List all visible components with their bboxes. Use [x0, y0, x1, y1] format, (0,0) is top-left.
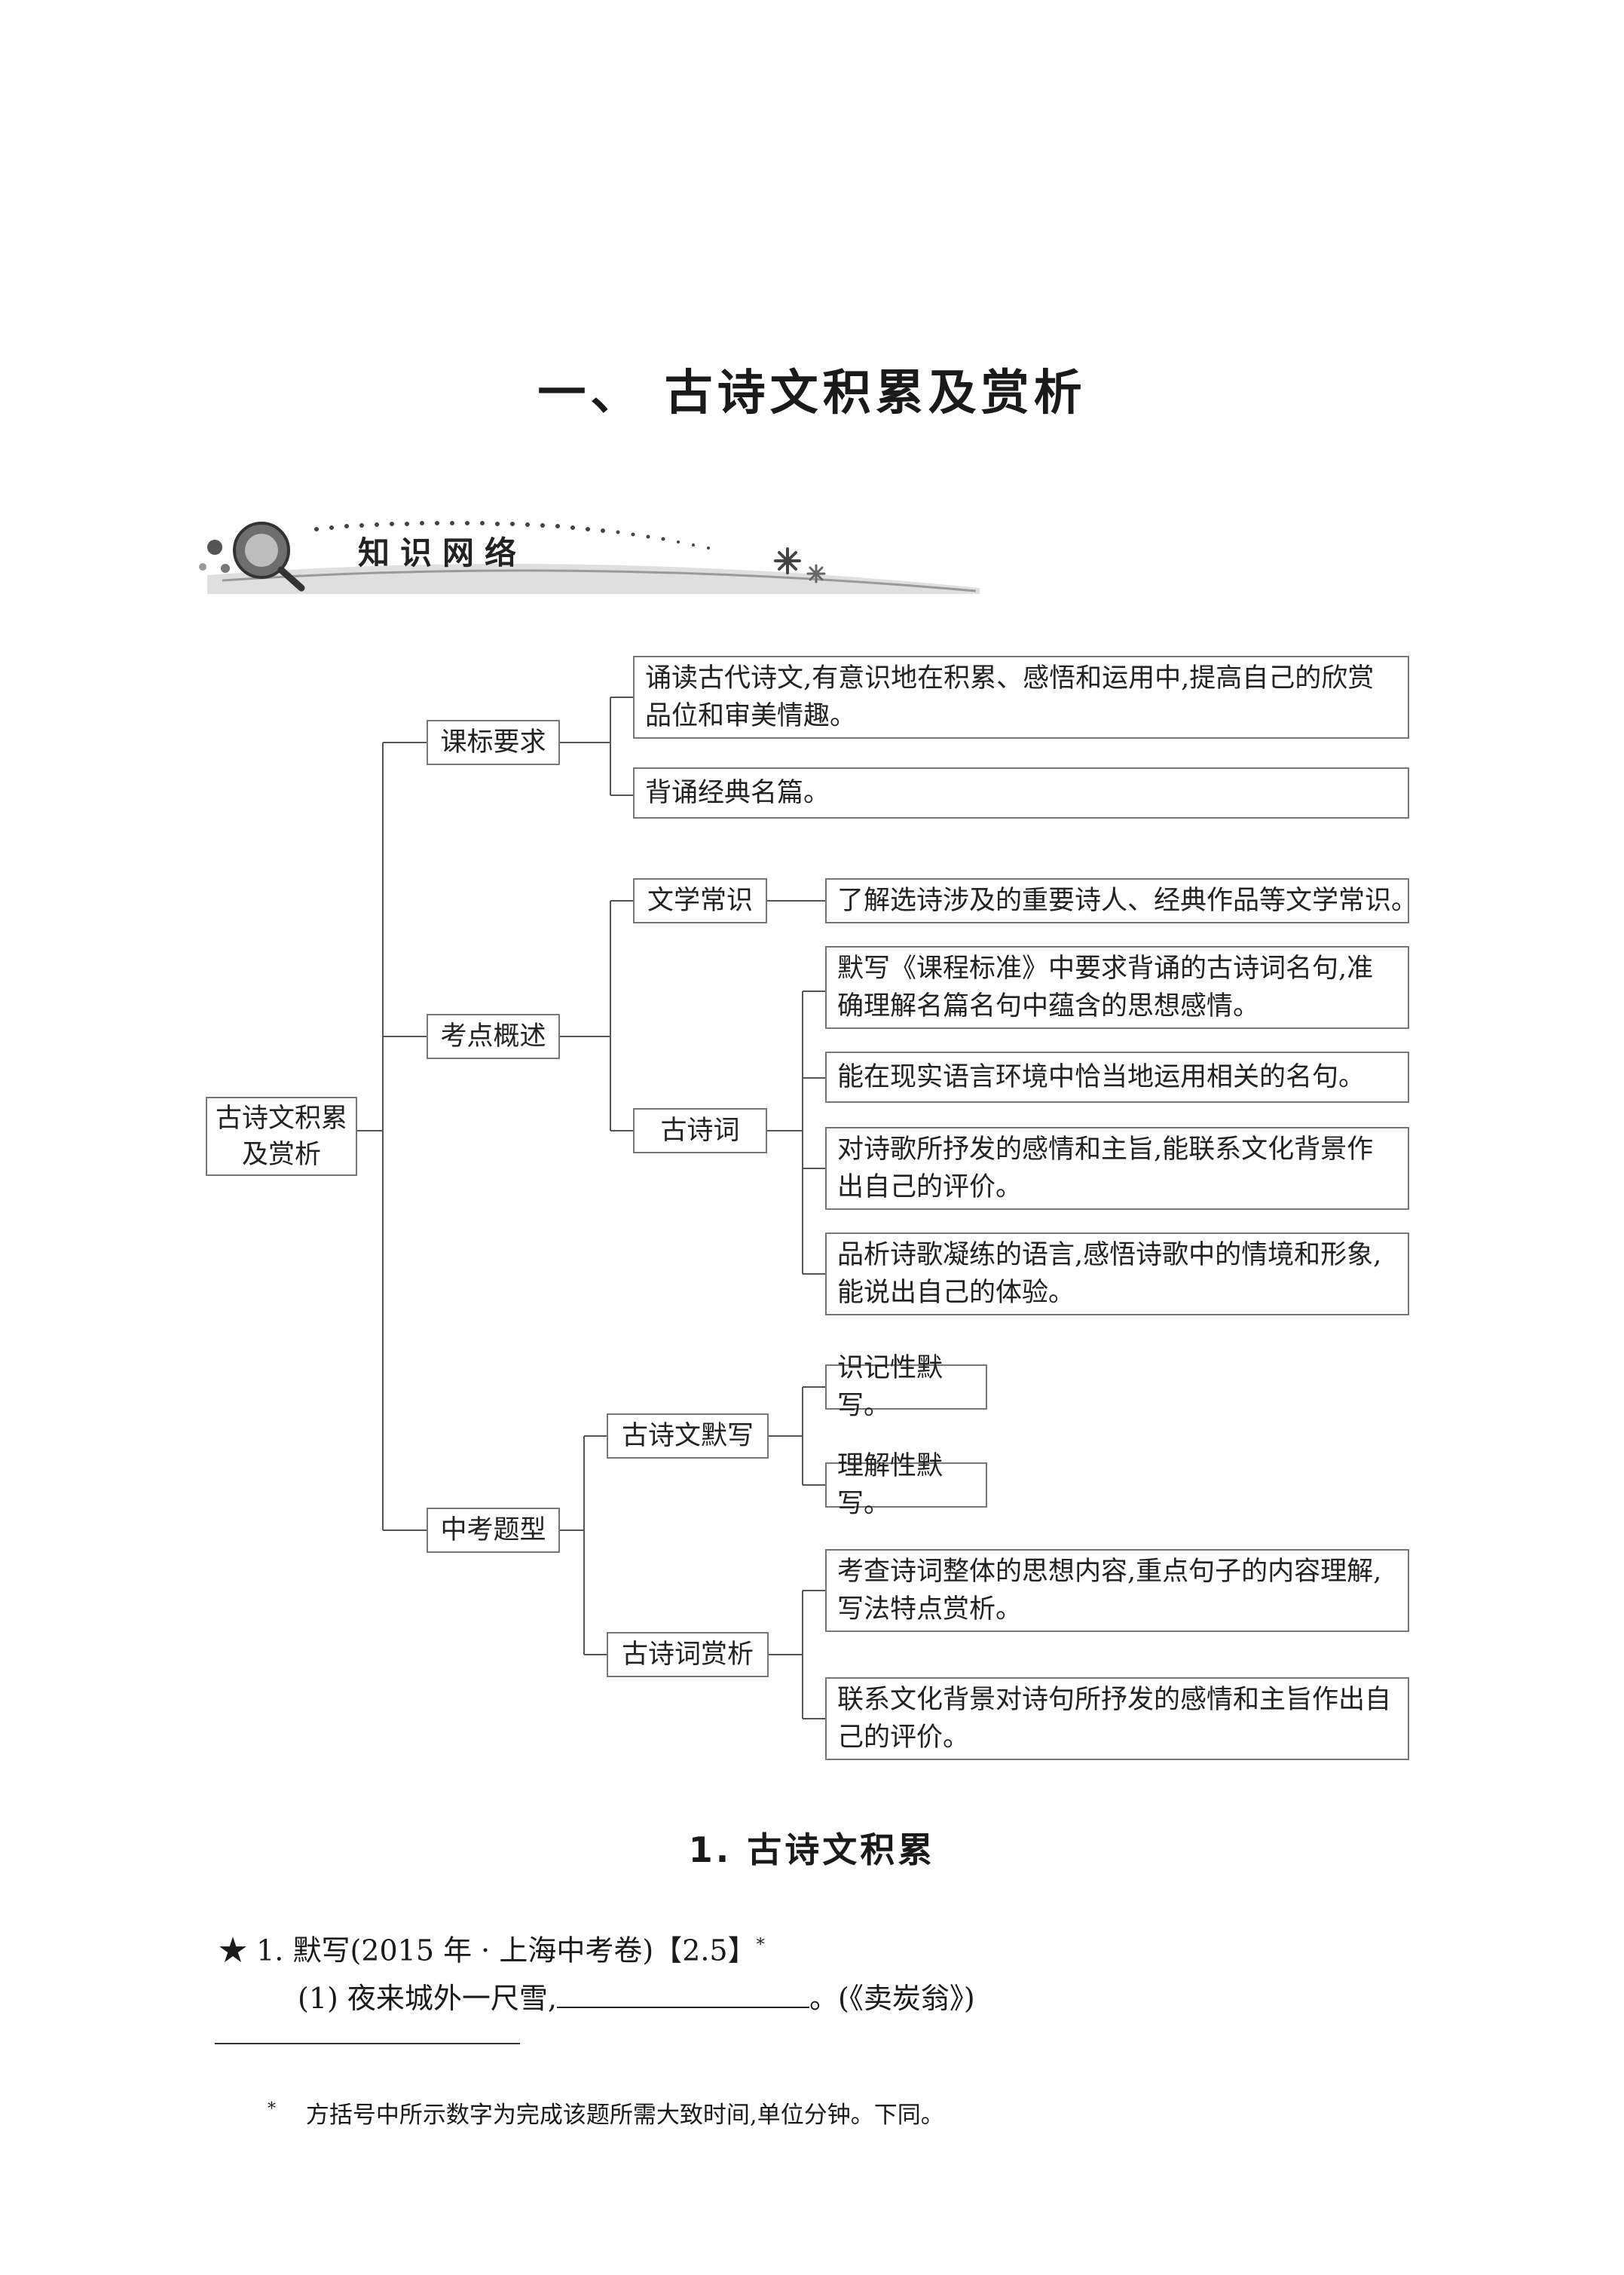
standards-item-2: 背诵经典名篇。 — [633, 767, 1409, 819]
subquestion-source: 。(《卖炭翁》) — [809, 1982, 975, 2015]
branch-exam-types: 中考题型 — [427, 1508, 560, 1553]
subquestion-number: (1) — [298, 1982, 338, 2015]
section-title: 1. 古诗文积累 — [0, 1823, 1624, 1872]
appreciation-item-1: 考查诗词整体的思想内容,重点句子的内容理解,写法特点赏析。 — [825, 1549, 1409, 1632]
sub-poetry: 古诗词 — [633, 1108, 767, 1153]
question-text: 默写(2015 年 · 上海中考卷)【2.5】 — [292, 1934, 756, 1967]
footnote-rule — [215, 2043, 520, 2044]
tree-root: 古诗文积累及赏析 — [206, 1097, 357, 1176]
appreciation-item-2: 联系文化背景对诗句所抒发的感情和主旨作出自己的评价。 — [825, 1677, 1409, 1760]
recitation-item-1: 识记性默写。 — [825, 1364, 987, 1410]
poetry-item-2: 能在现实语言环境中恰当地运用相关的名句。 — [825, 1052, 1409, 1103]
footnote-mark: * — [268, 2100, 276, 2119]
branch-overview: 考点概述 — [427, 1014, 560, 1059]
note-mark: * — [757, 1936, 765, 1955]
question-number: 1. — [256, 1934, 283, 1967]
poetry-item-3: 对诗歌所抒发的感情和主旨,能联系文化背景作出自己的评价。 — [825, 1127, 1409, 1210]
poetry-item-1: 默写《课程标准》中要求背诵的古诗词名句,准确理解名篇名句中蕴含的思想感情。 — [825, 946, 1409, 1029]
answer-blank[interactable] — [557, 1980, 809, 2008]
branch-standards: 课标要求 — [427, 720, 560, 765]
recitation-item-2: 理解性默写。 — [825, 1462, 987, 1508]
literary-knowledge-item: 了解选诗涉及的重要诗人、经典作品等文学常识。 — [825, 878, 1409, 923]
sub-appreciation: 古诗词赏析 — [607, 1632, 769, 1677]
sub-recitation: 古诗文默写 — [607, 1413, 769, 1459]
poetry-item-4: 品析诗歌凝练的语言,感悟诗歌中的情境和形象,能说出自己的体验。 — [825, 1232, 1409, 1315]
footnote: * 方括号中所示数字为完成该题所需大致时间,单位分钟。下同。 — [268, 2096, 944, 2130]
subquestion-text: 夜来城外一尺雪, — [347, 1982, 557, 2015]
subquestion-line: (1) 夜来城外一尺雪, 。(《卖炭翁》) — [298, 1979, 975, 2018]
standards-item-1: 诵读古代诗文,有意识地在积累、感悟和运用中,提高自己的欣赏品位和审美情趣。 — [633, 656, 1409, 739]
footnote-text: 方括号中所示数字为完成该题所需大致时间,单位分钟。下同。 — [306, 2102, 944, 2129]
question-line: ★ 1. 默写(2015 年 · 上海中考卷)【2.5】* — [219, 1926, 765, 1970]
star-icon: ★ — [219, 1934, 247, 1967]
sub-literary-knowledge: 文学常识 — [633, 878, 767, 923]
